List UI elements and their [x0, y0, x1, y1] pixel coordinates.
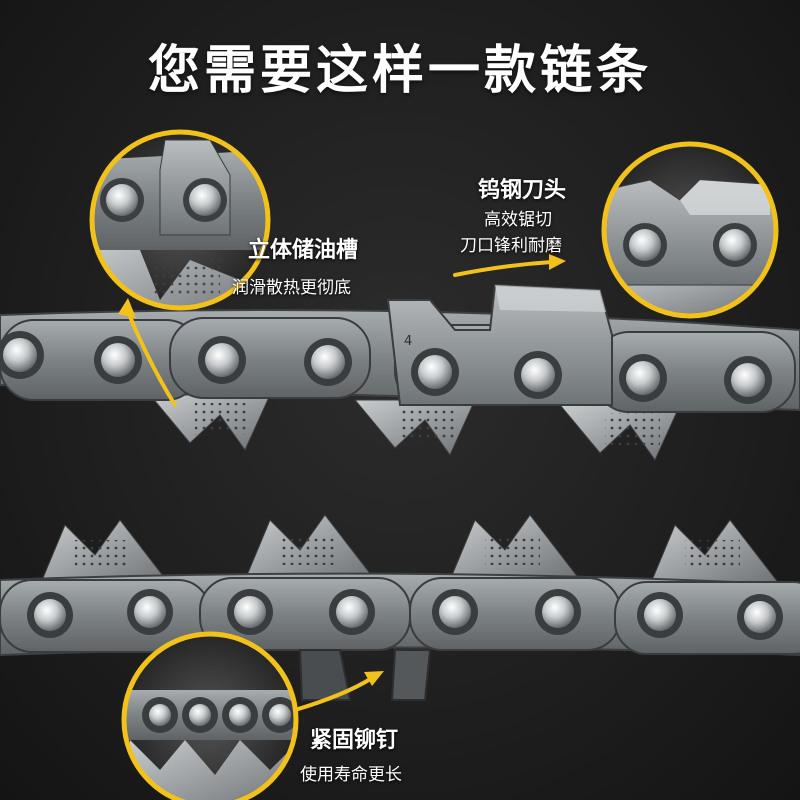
rivet: [418, 355, 452, 389]
lower-chain: [0, 514, 800, 701]
rivet: [439, 596, 471, 628]
rivet: [644, 599, 676, 631]
rivet: [234, 596, 266, 628]
cutter-head-closeup: [601, 141, 779, 319]
rivet: [311, 345, 345, 379]
rivet: [336, 596, 368, 628]
rivet: [149, 704, 171, 726]
rivet: [34, 599, 66, 631]
tungsten-cutter-line-2: 刀口锋利耐磨: [460, 236, 562, 256]
arrow-heads: [118, 254, 566, 686]
rivet-title: 紧固铆钉: [310, 728, 399, 753]
page-headline: 您需要这样一款链条: [147, 41, 652, 101]
rivet: [731, 363, 765, 397]
rivet-subtitle: 使用寿命更长: [300, 765, 402, 785]
callout-arrows: [126, 260, 554, 712]
rivet: [626, 361, 660, 395]
tungsten-cutter-line-1: 高效锯切: [484, 210, 552, 230]
rivet: [744, 601, 776, 633]
rivet: [189, 704, 211, 726]
rivet-closeup: [121, 631, 299, 800]
rivet: [542, 596, 574, 628]
oil-groove-title: 立体储油槽: [248, 238, 359, 263]
rivet: [521, 358, 555, 392]
rivet: [134, 596, 166, 628]
rivet: [205, 343, 239, 377]
rivet: [3, 338, 37, 372]
oil-groove-subtitle: 润滑散热更彻底: [232, 278, 351, 298]
tungsten-cutter-title: 钨钢刀头: [478, 178, 567, 203]
rivet: [229, 704, 251, 726]
rivet: [269, 704, 291, 726]
cutter-mark-label: 4: [404, 334, 412, 349]
rivet: [101, 343, 135, 377]
upper-chain: 4: [0, 283, 800, 461]
